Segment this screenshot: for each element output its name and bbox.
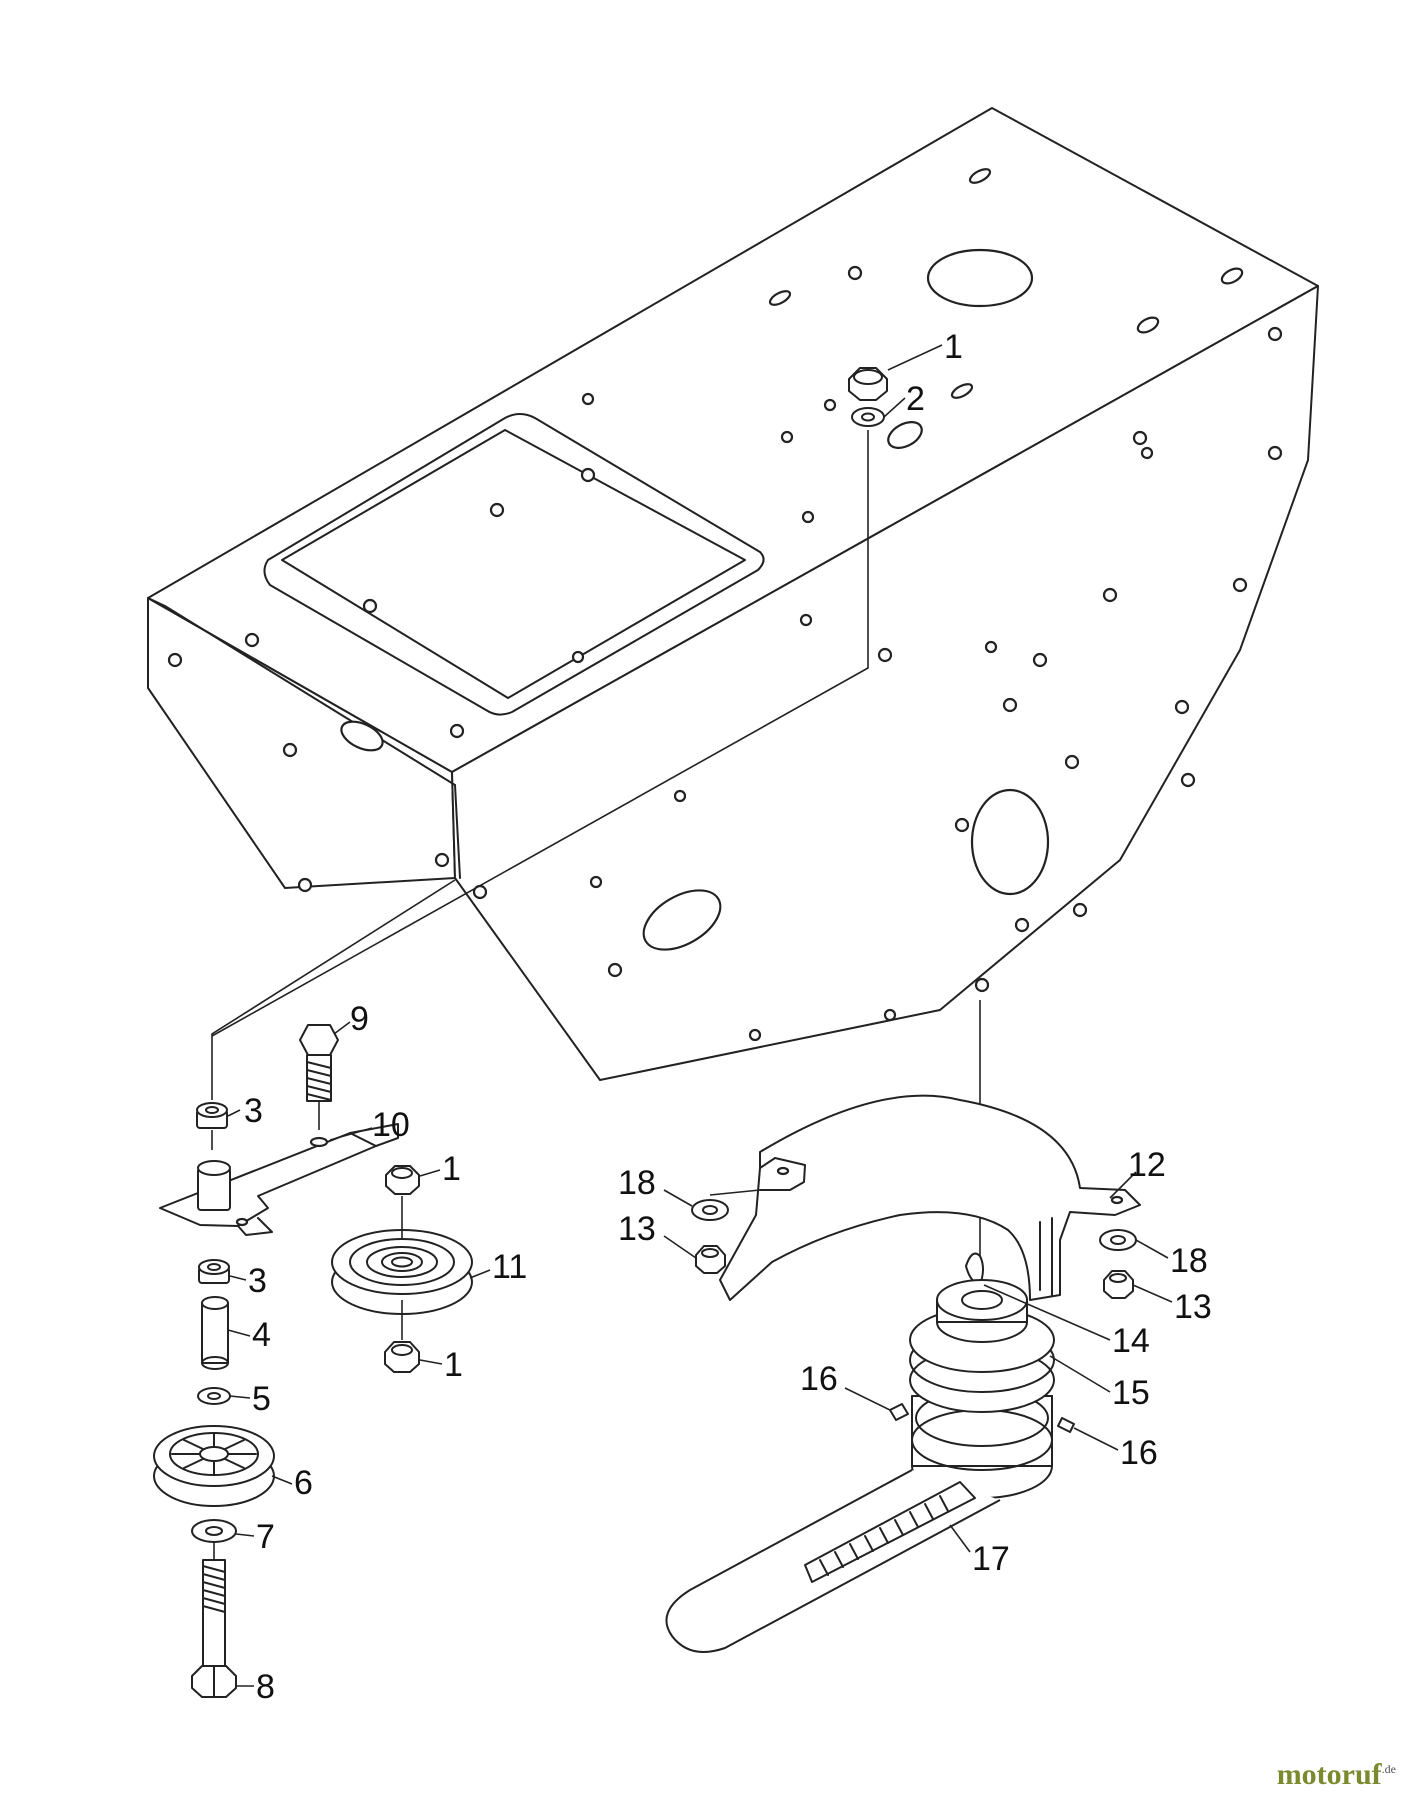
idler-pulley-part-6 [153,1425,275,1507]
leader-line-left-axis [211,879,456,1100]
washer-part-18-right [1099,1229,1137,1251]
callout-17: 17 [972,1540,1010,1578]
callout-18: 18 [618,1164,656,1202]
callout-labels: 1 2 9 3 10 1 11 3 4 1 5 6 7 8 18 13 12 1… [244,328,1212,1706]
frame-large-hole-top [926,248,1034,308]
nut-part-1-top [848,367,888,401]
washer-part-2-top [851,407,885,427]
callout-6: 6 [294,1464,313,1502]
frame-oval-slot-left [340,720,384,752]
callout-14: 14 [1112,1322,1150,1360]
callout-3: 3 [248,1262,267,1300]
callout-2: 2 [906,380,925,418]
leader-line-top-bolt-axis [211,430,869,1037]
set-screw-part-16-left [889,1403,909,1421]
drive-belt-part-17 [665,1469,1001,1653]
callout-3: 3 [244,1092,263,1130]
nut-part-13-right [1103,1270,1134,1299]
callout-7: 7 [256,1518,275,1556]
watermark-logo: motoruf.de [1277,1758,1396,1792]
frame-small-holes-top [167,168,1244,739]
frame-top-opening-inner [281,429,746,699]
frame-right-side-plate [451,285,1319,1081]
callout-1: 1 [442,1150,461,1188]
nut-part-1-middle [385,1165,420,1195]
callout-15: 15 [1112,1374,1150,1412]
frame-top-opening [263,413,765,716]
callout-8: 8 [256,1668,275,1706]
bolt-part-9 [299,1024,339,1130]
set-screw-part-16-right [1057,1417,1075,1433]
bolt-part-8 [191,1559,237,1698]
callout-13: 13 [618,1210,656,1248]
frame-small-holes-side [282,326,1283,1042]
callout-11: 11 [492,1248,527,1286]
callout-4: 4 [252,1316,271,1354]
callout-10: 10 [372,1106,410,1144]
callout-12: 12 [1128,1146,1166,1184]
washer-part-18-left [691,1199,729,1221]
callout-1: 1 [444,1346,463,1384]
washer-part-7 [191,1519,237,1543]
drive-pulley-part-15 [909,1279,1055,1499]
frame-large-hole-side [970,788,1050,896]
watermark-suffix: .de [1381,1762,1396,1776]
nut-part-1-lower [384,1341,420,1373]
washer-part-5 [197,1387,231,1405]
callout-leaders [227,344,1173,1687]
callout-9: 9 [350,1000,369,1038]
idler-bracket-part-10 [159,1123,399,1236]
spacer-part-3-lower [198,1259,230,1284]
callout-1: 1 [944,328,963,366]
callout-18: 18 [1170,1242,1208,1280]
frame-oval-slot-side [642,889,722,951]
callout-5: 5 [252,1380,271,1418]
idler-pulley-part-11 [331,1196,473,1340]
key-part-14 [965,1252,984,1286]
bushing-part-4 [201,1296,229,1370]
frame-chassis [147,107,1319,1081]
callout-16: 16 [1120,1434,1158,1472]
nut-part-13-left [695,1245,726,1274]
belt-guard-part-12 [709,1094,1141,1301]
callout-13: 13 [1174,1288,1212,1326]
watermark-brand: motoruf [1276,1758,1382,1791]
spacer-part-3-upper [196,1102,228,1129]
callout-16: 16 [800,1360,838,1398]
frame-corner-edge [454,784,461,879]
